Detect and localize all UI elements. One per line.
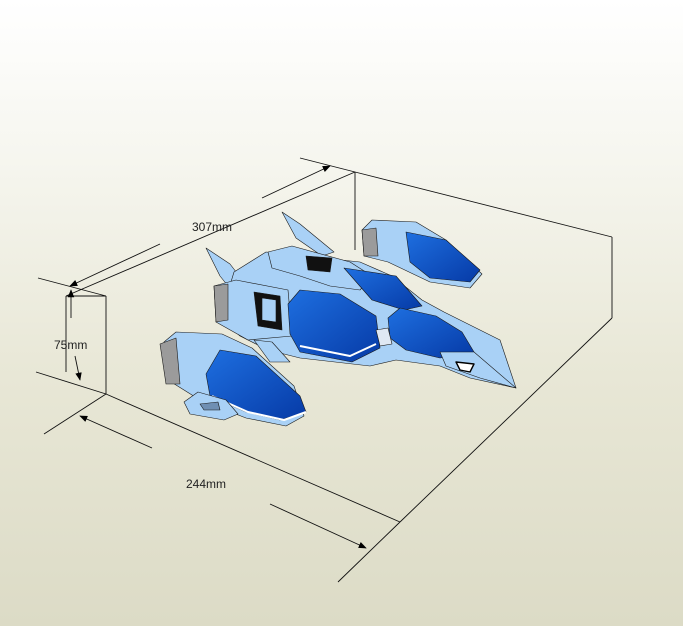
spine-panel — [343, 267, 423, 311]
jet-model — [159, 211, 517, 427]
length-label: 307mm — [192, 220, 233, 234]
nacelle-rear-canopy — [405, 231, 481, 283]
ext-height-bottom — [35, 371, 107, 395]
width-arrow-left — [79, 415, 153, 449]
width-dimension — [79, 415, 367, 549]
nacelle-front-exhaust — [159, 337, 181, 385]
height-arrow-bottom — [74, 355, 82, 381]
length-arrow-left — [69, 243, 161, 287]
nose-cone — [439, 351, 517, 389]
engine-intake-inner — [261, 297, 277, 323]
ext-length-back — [299, 157, 356, 173]
width-arrow-right — [269, 503, 367, 549]
box-front-edge — [105, 393, 401, 523]
length-dimension — [69, 165, 331, 287]
box-bottom-right-edge — [399, 317, 613, 523]
spine-intake — [305, 255, 333, 273]
nacelle-front-trim — [211, 395, 307, 421]
ext-height-top — [37, 277, 107, 297]
canopy-trim — [299, 343, 377, 357]
strut-center — [253, 339, 291, 363]
ext-width-right — [337, 521, 401, 583]
bounding-box — [65, 171, 613, 523]
central-canopy — [287, 289, 381, 363]
box-top-right-edge — [354, 171, 613, 238]
ext-width-left — [43, 393, 107, 435]
front-wing-detail — [199, 401, 221, 411]
nacelle-rear-exhaust — [361, 227, 379, 257]
engine-block-left-exhaust — [213, 283, 229, 323]
length-arrow-right — [261, 165, 331, 199]
width-label: 244mm — [186, 477, 227, 491]
cockpit-emblem — [375, 327, 393, 347]
tail-fin-right — [281, 211, 335, 257]
extension-lines — [35, 157, 401, 583]
nose-window — [455, 361, 475, 373]
height-label: 75mm — [54, 338, 88, 352]
box-top-back-edge — [65, 171, 356, 297]
height-dimension — [67, 289, 82, 381]
